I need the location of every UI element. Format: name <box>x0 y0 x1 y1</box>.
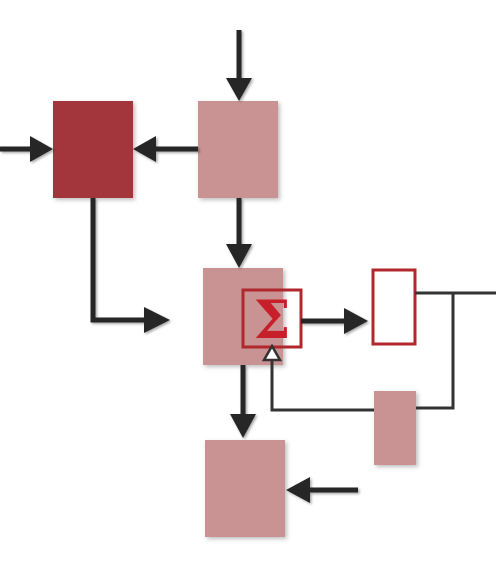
feedback-return-line <box>270 356 374 412</box>
middle-to-bottom-arrow <box>230 365 256 438</box>
left-input-arrow <box>0 136 53 162</box>
center-to-dark-arrow <box>133 136 198 162</box>
feedback-block <box>374 391 416 465</box>
output-hollow-block <box>371 268 417 346</box>
top-to-middle-arrow <box>226 198 252 268</box>
top-center-block <box>198 101 278 198</box>
feedback-down-line <box>416 293 455 410</box>
bottom-right-input-arrow <box>286 477 358 503</box>
top-input-arrow <box>226 30 252 101</box>
arrows <box>0 30 368 503</box>
feedback-arrowhead <box>261 343 283 362</box>
bottom-center-block <box>205 440 285 537</box>
sigma-icon: Σ <box>254 290 291 351</box>
feedback-loop <box>270 291 496 412</box>
dark-input-block <box>53 101 133 198</box>
dark-block-output-arrow <box>90 198 170 333</box>
sigma-to-output-arrow <box>301 308 368 334</box>
